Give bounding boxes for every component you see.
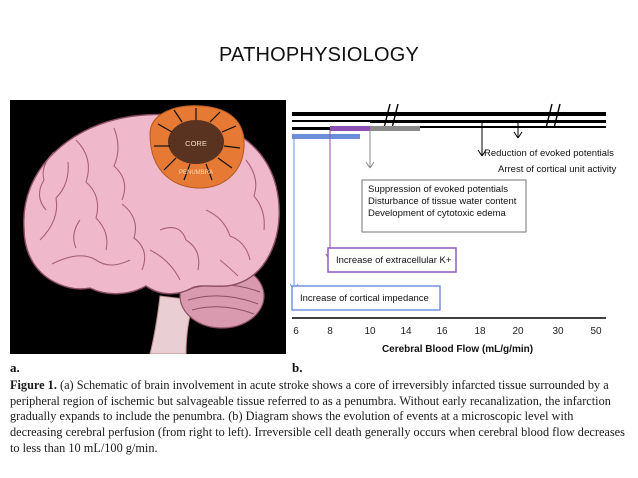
x-tick: 8 [327,326,333,337]
infarct-expansion-arrows [154,108,241,181]
suppression-line-2: Disturbance of tissue water content [368,196,517,207]
cbf-events-panel: Reduction of evoked potentials Arrest of… [290,100,625,362]
impedance-annotation: Increase of cortical impedance [300,293,429,304]
x-tick: 50 [590,326,602,337]
brain-schematic-panel: CORE PENUMBRA [10,100,286,354]
suppression-box: Suppression of evoked potentials Disturb… [364,182,520,222]
impedance-box-border [291,285,441,311]
gray-bar [370,126,420,131]
suppression-line-3: Development of cytotoxic edema [368,208,506,219]
black-bars [292,112,606,130]
core-region [168,120,224,164]
brain-illustration: CORE PENUMBRA [23,105,280,354]
cbf-diagram [290,103,606,319]
core-label: CORE [185,139,207,148]
figure-label: Figure 1. [10,378,57,392]
x-tick: 6 [293,326,299,337]
x-tick: 18 [474,326,486,337]
penumbra-label: PENUMBRA [179,170,213,176]
potassium-box-border [327,247,457,273]
suppression-line-1: Suppression of evoked potentials [368,184,508,195]
blue-bar [292,134,360,139]
axis-break-marks [383,103,561,129]
x-tick: 20 [512,326,524,337]
x-tick: 10 [364,326,376,337]
purple-bar [330,126,370,131]
x-tick: 16 [436,326,448,337]
panel-b-label: b. [292,360,303,375]
x-tick: 30 [552,326,564,337]
page-title: PATHOPHYSIOLOGY [218,44,420,66]
x-axis-label: Cerebral Blood Flow (mL/g/min) [381,344,534,355]
caption-text: (a) Schematic of brain involvement in ac… [10,378,625,455]
panel-a-label: a. [10,360,20,375]
suppression-box-border [361,179,527,233]
x-tick: 14 [400,326,412,337]
reduction-annotation: Reduction of evoked potentials [484,148,614,159]
figure-caption: Figure 1. (a) Schematic of brain involve… [10,378,625,457]
arrest-annotation: Arrest of cortical unit activity [498,164,617,175]
potassium-annotation: Increase of extracellular K+ [336,255,452,266]
